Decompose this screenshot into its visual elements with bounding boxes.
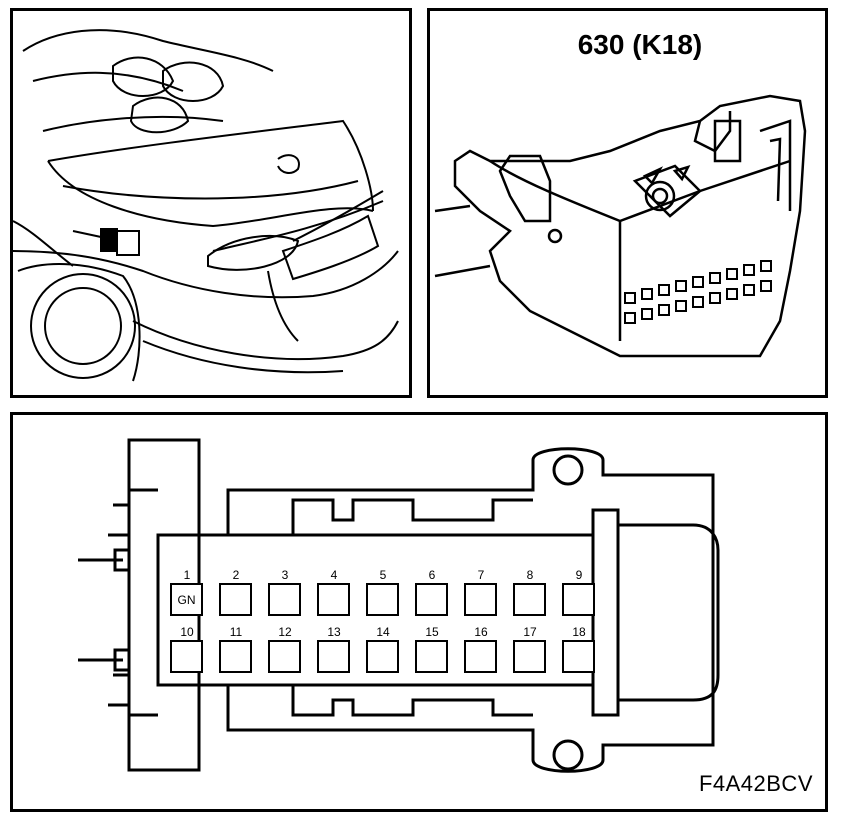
connector-housing-icon [434, 94, 807, 358]
pin-number: 10 [180, 625, 194, 639]
pin-cavity [562, 583, 595, 616]
pin-cavity [415, 583, 448, 616]
pin-number: 6 [428, 568, 436, 582]
rear-car-view-icon [13, 29, 399, 382]
connector-panel: 630 (K18) [427, 8, 828, 398]
pin-number: 14 [376, 625, 390, 639]
pin-number: 15 [425, 625, 439, 639]
pin-number: 4 [330, 568, 338, 582]
figure-code: F4A42BCV [698, 771, 813, 796]
car-location-panel [10, 8, 412, 398]
pin-cavity [268, 640, 301, 673]
pin-cavity [268, 583, 301, 616]
pin-cavity [464, 583, 497, 616]
pin-number: 9 [575, 568, 583, 582]
pin-number: 11 [229, 625, 243, 639]
pin-cavity [317, 640, 350, 673]
pin-cavity [366, 640, 399, 673]
pin-number: 16 [474, 625, 488, 639]
connector-title: 630 (K18) [577, 29, 703, 60]
pin-cavity [219, 640, 252, 673]
pin-number: 12 [278, 625, 292, 639]
pin-number: 8 [526, 568, 534, 582]
pin-cavity [170, 640, 203, 673]
pin-cavity: GN [170, 583, 203, 616]
pin-cavity [219, 583, 252, 616]
pin-cavity [513, 640, 546, 673]
pin-cavity [317, 583, 350, 616]
pin-cavity [366, 583, 399, 616]
pin-number: 3 [281, 568, 289, 582]
pin-cavity [513, 583, 546, 616]
pin-number: 17 [523, 625, 537, 639]
pin-number: 18 [572, 625, 586, 639]
pin-number: 7 [477, 568, 485, 582]
pin-number: 5 [379, 568, 387, 582]
pinout-panel: 1 2 3 4 5 6 7 8 9 GN 10 11 12 13 14 15 1… [10, 412, 828, 812]
pin-number: 13 [327, 625, 341, 639]
pin-cavity [464, 640, 497, 673]
pin-cavity [562, 640, 595, 673]
pin-number: 1 [183, 568, 191, 582]
pin-cavity [415, 640, 448, 673]
pin-number: 2 [232, 568, 240, 582]
